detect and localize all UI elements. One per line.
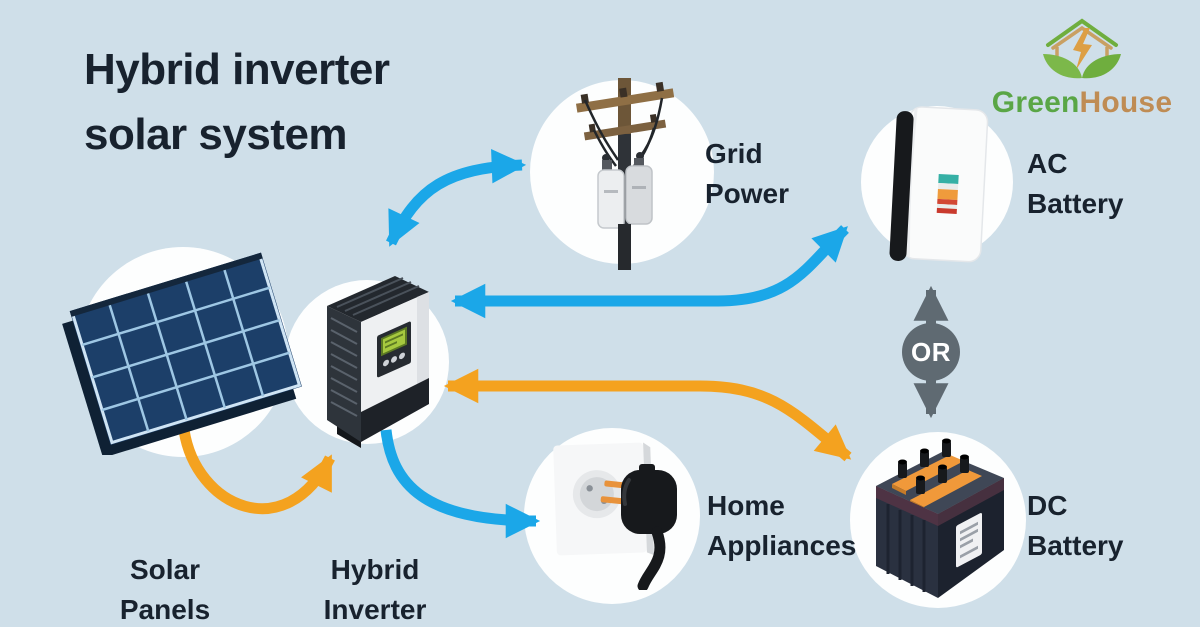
page-title: Hybrid inverter solar system [84,45,390,159]
greenhouse-logo-icon [1042,18,1121,79]
or-badge: OR [902,323,960,381]
or-label: OR [911,336,951,367]
lightning-bolt-icon [1072,28,1092,70]
leaf-right-icon [1081,54,1121,79]
logo-text: GreenHouse [992,86,1172,120]
solar-panels-illustration [62,252,302,455]
arrow-inverter-to-home [380,429,541,539]
dc-battery-label: DC Battery [1027,490,1124,561]
leaf-left-icon [1042,54,1082,79]
solar-panels-label: Solar Panels [119,554,211,625]
arrow-inverter-ac-battery [450,225,849,319]
home-appliances-label: Home Appliances [707,490,857,561]
grid-power-illustration [575,78,675,270]
grid-power-label: Grid Power [705,138,790,209]
ac-battery-illustration [889,106,989,263]
ac-battery-label [936,173,959,214]
dc-battery-terminals [898,438,969,494]
hybrid-inverter-label: Hybrid Inverter [323,554,427,625]
arrow-inverter-dc-battery [443,368,852,462]
arrow-inverter-grid [386,149,527,247]
hybrid-inverter-illustration [327,276,429,448]
arrow-solar-to-inverter [178,429,335,515]
home-appliances-illustration [553,442,677,590]
ac-battery-label: AC Battery [1027,148,1124,219]
greenhouse-logo: GreenHouse [992,12,1172,120]
logo-text-house: House [1079,86,1173,119]
logo-text-green: Green [991,86,1080,119]
dc-battery-illustration [876,438,1004,598]
